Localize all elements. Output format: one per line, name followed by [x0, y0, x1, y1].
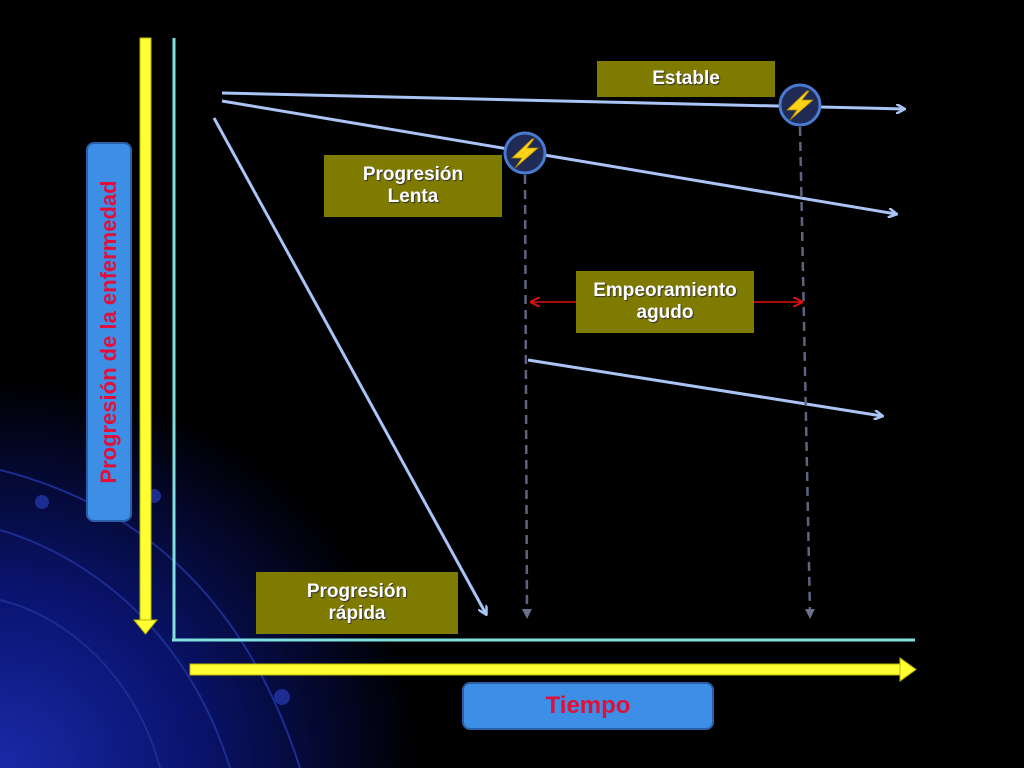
- acute-worsening-label-line2: agudo: [636, 302, 694, 323]
- y-axis-arrow: [132, 37, 159, 635]
- slow-progression-trajectory: [221, 99, 896, 214]
- acute-worsening-label-box: Empeoramiento agudo: [576, 271, 754, 333]
- y-axis-label-box: Progresión de la enfermedad: [86, 142, 132, 522]
- slow-progression-label-box: Progresión Lenta: [324, 155, 502, 217]
- y-axis-label: Progresión de la enfermedad: [96, 180, 121, 484]
- rapid-progression-trajectory: [212, 117, 486, 614]
- x-axis-label: Tiempo: [545, 692, 631, 719]
- stable-label-box: Estable: [597, 61, 775, 97]
- background-dot: [35, 495, 49, 509]
- x-axis-label-box: Tiempo: [462, 682, 714, 730]
- background-dot: [274, 689, 290, 705]
- slow-progression-label-line1: Progresión: [362, 164, 464, 185]
- stable-label: Estable: [652, 68, 720, 89]
- slow-progression-label-line2: Lenta: [387, 186, 439, 207]
- event-drop-line-1: [521, 174, 532, 619]
- rapid-progression-label-box: Progresión rápida: [256, 572, 458, 634]
- x-axis-arrow: [189, 657, 917, 682]
- lightning-bolt-icon: [778, 83, 822, 127]
- event-drop-line-2: [798, 126, 815, 619]
- post-event-trajectory: [527, 358, 882, 416]
- lightning-bolt-icon: [503, 131, 547, 175]
- rapid-progression-label-line1: Progresión: [306, 581, 408, 602]
- rapid-progression-label-line2: rápida: [328, 603, 386, 624]
- acute-worsening-label-line1: Empeoramiento: [593, 280, 737, 301]
